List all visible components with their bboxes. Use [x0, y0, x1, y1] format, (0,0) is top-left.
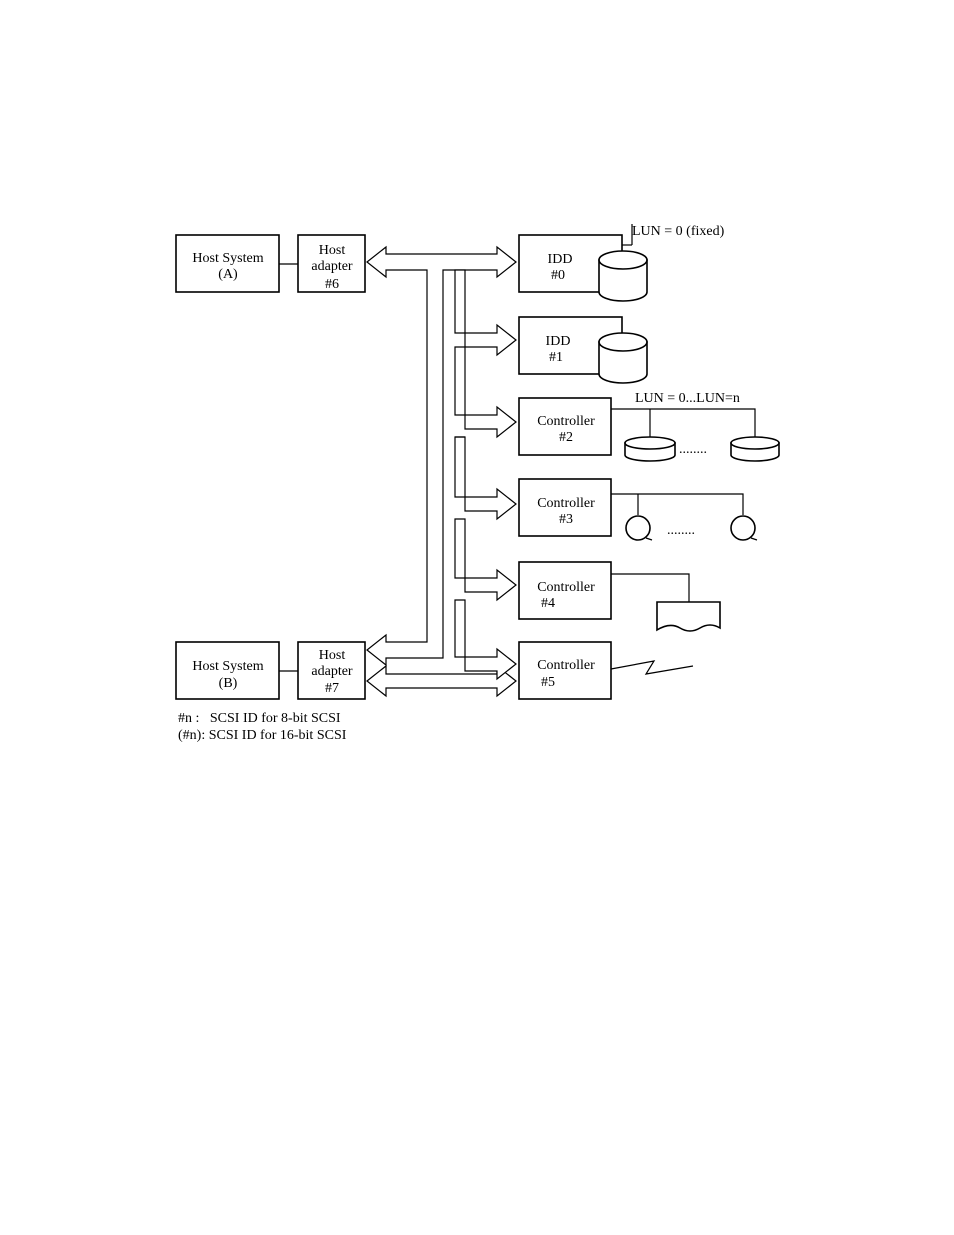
communication-line-icon [611, 661, 693, 674]
target-controller-5-line2: #5 [541, 675, 555, 690]
legend-line-1: #n : SCSI ID for 8-bit SCSI [178, 711, 341, 726]
target-idd-0-line1: IDD [548, 252, 573, 267]
lun-fixed-label: LUN = 0 (fixed) [632, 224, 725, 239]
dots-label: ........ [679, 442, 707, 457]
controller3-devices: ........ [611, 494, 757, 540]
host-system-b-line1: Host System [192, 659, 263, 674]
scsi-bus [367, 247, 516, 696]
target-controller-3: Controller #3 [519, 479, 611, 536]
host-adapter-a: Host adapter #6 [298, 235, 365, 292]
host-adapter-a-line2: adapter [311, 259, 353, 274]
host-system-a-line2: (A) [218, 267, 238, 282]
target-idd-1-line1: IDD [546, 334, 571, 349]
target-idd-0-line2: #0 [551, 268, 565, 283]
dots-label: ........ [667, 523, 695, 538]
lun-range-label: LUN = 0...LUN=n [635, 391, 740, 406]
host-adapter-a-line3: #6 [325, 277, 339, 292]
branch-arrow-controller3 [455, 437, 516, 519]
branch-arrow-controller4 [455, 519, 516, 600]
branch-arrow-controller5 [455, 600, 516, 679]
host-system-b-line2: (B) [219, 676, 238, 691]
target-controller-4: Controller #4 [519, 562, 611, 619]
host-system-a-line1: Host System [192, 251, 263, 266]
tape-reel-icon [731, 516, 757, 540]
disk-drive-icon [625, 437, 675, 461]
target-controller-4-line2: #4 [541, 596, 555, 611]
target-controller-2-line2: #2 [559, 430, 573, 445]
target-controller-4-line1: Controller [537, 580, 595, 595]
branch-arrow-idd1 [455, 270, 516, 355]
host-adapter-a-line1: Host [319, 243, 346, 258]
target-controller-2-line1: Controller [537, 414, 595, 429]
branch-arrow-controller2 [455, 347, 516, 437]
target-controller-3-line2: #3 [559, 512, 573, 527]
bus-arrow-top [367, 247, 516, 665]
disk-drive-icon [731, 437, 779, 461]
target-controller-3-line1: Controller [537, 496, 595, 511]
host-system-a: Host System (A) [176, 235, 279, 292]
legend-line-2: (#n): SCSI ID for 16-bit SCSI [178, 728, 347, 743]
disk-icon [599, 333, 647, 383]
printer-document-icon [657, 602, 720, 631]
target-idd-1-line2: #1 [549, 350, 563, 365]
target-controller-2: Controller #2 [519, 398, 611, 455]
target-controller-5: Controller #5 [519, 642, 611, 699]
tape-reel-icon [626, 516, 652, 540]
target-controller-5-line1: Controller [537, 658, 595, 673]
host-adapter-b-line2: adapter [311, 664, 353, 679]
controller4-devices [611, 574, 720, 631]
controller2-devices: ........ [611, 409, 779, 461]
host-adapter-b-line1: Host [319, 648, 346, 663]
host-system-b: Host System (B) [176, 642, 279, 699]
host-adapter-b-line3: #7 [325, 681, 339, 696]
host-adapter-b: Host adapter #7 [298, 642, 365, 699]
